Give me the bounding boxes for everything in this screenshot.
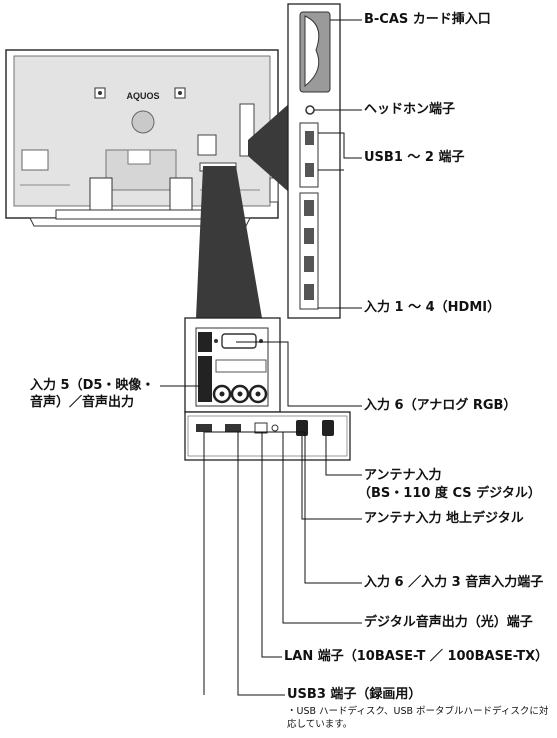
label-input6-audio: 入力 6 ／入力 3 音声入力端子	[364, 575, 544, 590]
brand-logo: AQUOS	[126, 91, 159, 101]
tv-rear-view	[5, 49, 279, 227]
label-antenna-bs-line1: アンテナ入力	[364, 468, 442, 483]
label-usb3: USB3 端子（録画用）	[287, 687, 422, 702]
label-input5-line1: 入力 5（D5・映像・	[30, 378, 155, 393]
label-headphone: ヘッドホン端子	[364, 102, 456, 117]
usb3-note: ・USB ハードディスク、USB ポータブルハードディスクに対応しています。	[287, 706, 549, 730]
label-input5-line2: 音声）／音声出力	[30, 395, 135, 410]
side-leader-lines	[314, 19, 362, 309]
label-input6-rgb: 入力 6（アナログ RGB）	[364, 398, 517, 413]
label-lan: LAN 端子（10BASE-T ／ 100BASE-TX）	[284, 649, 549, 664]
label-hdmi: 入力 1 ～ 4（HDMI）	[364, 300, 501, 315]
zoom-wedge-side	[248, 94, 300, 202]
side-terminal-panel	[287, 3, 341, 319]
label-bcas: B-CAS カード挿入口	[364, 12, 491, 27]
label-usb12: USB1 ～ 2 端子	[364, 150, 465, 165]
zoom-wedge-bottom	[196, 166, 262, 318]
bottom-leader-lines	[160, 341, 362, 696]
label-antenna-terrestrial: アンテナ入力 地上デジタル	[364, 511, 524, 526]
label-optical: デジタル音声出力（光）端子	[364, 615, 533, 630]
rear-input-panel	[184, 317, 351, 461]
label-antenna-bs-line2: （BS・110 度 CS デジタル）	[358, 486, 541, 501]
